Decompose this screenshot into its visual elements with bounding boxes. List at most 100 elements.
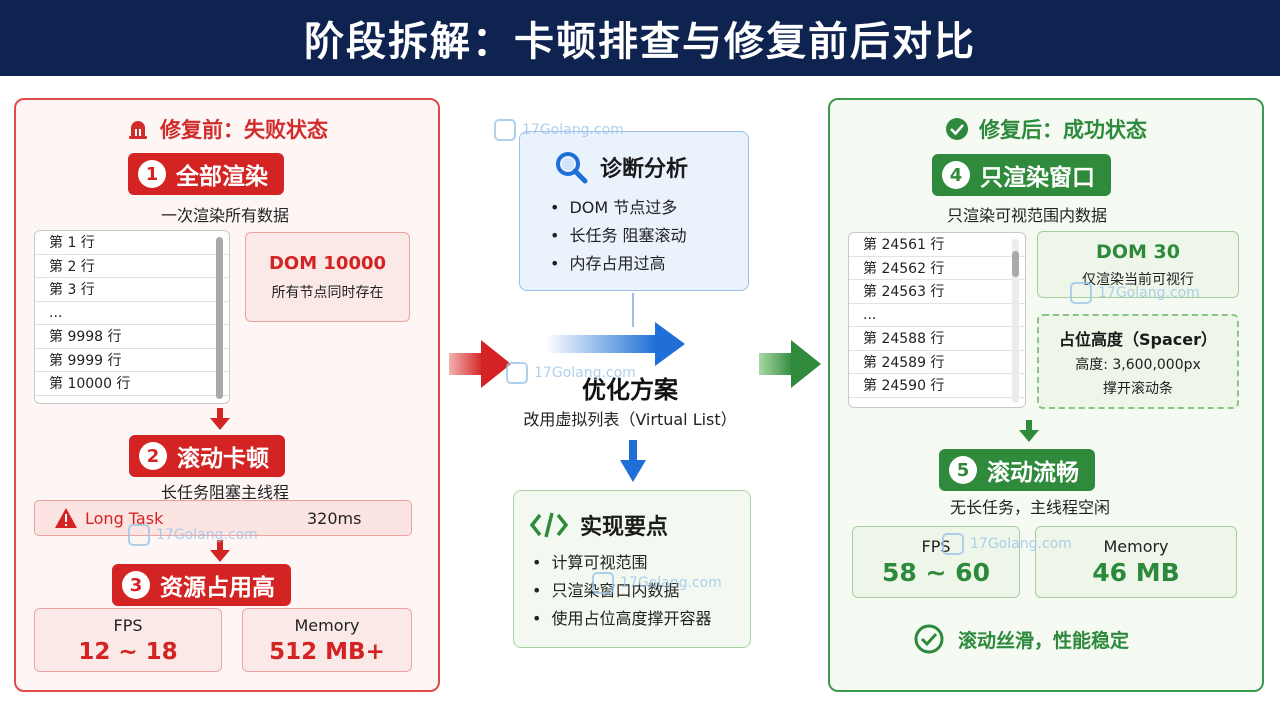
- watermark: 17Golang.com: [494, 119, 624, 141]
- search-icon: [556, 152, 588, 184]
- step-5-label: 滚动流畅: [987, 460, 1079, 486]
- watermark-text: 17Golang.com: [620, 575, 722, 591]
- diagnosis-box: 诊断分析 DOM 节点过多 长任务 阻塞滚动 内存占用过高: [519, 131, 749, 291]
- diagnosis-title-row: 诊断分析: [554, 150, 688, 184]
- step-2-number: 2: [139, 442, 167, 470]
- long-task-label: Long Task: [85, 508, 164, 528]
- before-mem-label: Memory: [294, 615, 360, 635]
- list-item: ...: [35, 302, 229, 325]
- long-task-bar: Long Task 320ms: [34, 500, 412, 536]
- spacer-height: 高度: 3,600,000px: [1075, 356, 1201, 373]
- after-header-text: 修复后：成功状态: [979, 118, 1147, 142]
- optimization-sub: 改用虚拟列表（Virtual List）: [523, 410, 737, 429]
- diagnosis-list: DOM 节点过多 长任务 阻塞滚动 内存占用过高: [550, 194, 687, 278]
- check-circle-outline-icon: [914, 624, 944, 654]
- before-dom-box: DOM 10000 所有节点同时存在: [245, 232, 410, 322]
- step-4-badge: 4 只渲染窗口: [932, 154, 1111, 196]
- page-title: 阶段拆解：卡顿排查与修复前后对比: [304, 19, 976, 65]
- diagnosis-item: DOM 节点过多: [550, 194, 687, 222]
- connector-line: [632, 293, 634, 327]
- after-mem-box: Memory 46 MB: [1035, 526, 1237, 598]
- step-2-badge: 2 滚动卡顿: [129, 435, 285, 477]
- step-1-sub: 一次渲染所有数据: [160, 206, 289, 225]
- list-item: 第 24562 行: [849, 257, 1025, 280]
- implementation-item: 只渲染窗口内数据: [532, 577, 711, 605]
- spacer-desc: 撑开滚动条: [1103, 380, 1173, 397]
- optimization-title: 优化方案: [582, 376, 678, 404]
- watermark: 17Golang.com: [592, 572, 722, 594]
- arrow-right-icon: [759, 340, 821, 388]
- arrow-down-icon: [210, 408, 230, 430]
- watermark-text: 17Golang.com: [156, 527, 258, 543]
- before-scrollbar[interactable]: [216, 237, 223, 399]
- step-2-sub: 长任务阻塞主线程: [160, 483, 289, 502]
- watermark: 17Golang.com: [1070, 282, 1200, 304]
- before-fps-box: FPS 12 ~ 18: [34, 608, 222, 672]
- before-dom-desc: 所有节点同时存在: [271, 284, 384, 301]
- before-fps-label: FPS: [113, 615, 143, 635]
- arrow-right-icon: [449, 340, 511, 388]
- before-fps-value: 12 ~ 18: [78, 638, 178, 665]
- implementation-box: 实现要点 计算可视范围 只渲染窗口内数据 使用占位高度撑开容器: [513, 490, 751, 648]
- step-4-sub: 只渲染可视范围内数据: [946, 206, 1107, 225]
- before-list[interactable]: 第 1 行第 2 行第 3 行...第 9998 行第 9999 行第 1000…: [34, 230, 230, 404]
- watermark-text: 17Golang.com: [970, 536, 1072, 552]
- watermark-logo-icon: [506, 362, 528, 384]
- after-list[interactable]: 第 24561 行第 24562 行第 24563 行...第 24588 行第…: [848, 232, 1026, 408]
- before-header-text: 修复前：失败状态: [160, 118, 328, 142]
- after-scrollbar[interactable]: [1012, 239, 1019, 403]
- list-item: 第 9998 行: [35, 325, 229, 349]
- implementation-item: 计算可视范围: [532, 549, 711, 577]
- after-scroll-thumb[interactable]: [1012, 251, 1019, 277]
- step-1-number: 1: [138, 160, 166, 188]
- watermark-text: 17Golang.com: [1098, 285, 1200, 301]
- implementation-title: 实现要点: [580, 515, 669, 540]
- watermark: 17Golang.com: [128, 524, 258, 546]
- step-4-label: 只渲染窗口: [980, 165, 1095, 191]
- list-item: 第 9999 行: [35, 349, 229, 372]
- after-header: 修复后：成功状态: [830, 114, 1262, 144]
- diagnosis-title: 诊断分析: [600, 157, 689, 182]
- after-dom-title: DOM 30: [1096, 240, 1180, 263]
- before-dom-title: DOM 10000: [268, 252, 387, 274]
- list-item: 第 24589 行: [849, 351, 1025, 374]
- watermark: 17Golang.com: [506, 362, 636, 384]
- watermark-logo-icon: [592, 572, 614, 594]
- before-mem-value: 512 MB+: [269, 638, 385, 665]
- implementation-item: 使用占位高度撑开容器: [532, 605, 711, 633]
- diagnosis-item: 内存占用过高: [550, 250, 687, 278]
- list-item: 第 3 行: [35, 278, 229, 302]
- after-fps-box: FPS 58 ~ 60: [852, 526, 1020, 598]
- watermark-text: 17Golang.com: [534, 365, 636, 381]
- list-item: ...: [849, 304, 1025, 327]
- result-line: 滚动丝滑，性能稳定: [914, 624, 1129, 654]
- code-icon: [530, 512, 568, 538]
- long-task-value: 320ms: [307, 508, 362, 528]
- step-5-badge: 5 滚动流畅: [939, 449, 1095, 491]
- list-item: 第 24563 行: [849, 280, 1025, 304]
- step-4-number: 4: [942, 161, 970, 189]
- watermark-logo-icon: [128, 524, 150, 546]
- list-item: 第 24561 行: [849, 233, 1025, 257]
- step-1-badge: 1 全部渲染: [128, 153, 284, 195]
- step-3-label: 资源占用高: [160, 575, 275, 601]
- watermark-logo-icon: [942, 533, 964, 555]
- after-mem-label: Memory: [1103, 537, 1169, 556]
- watermark-logo-icon: [1070, 282, 1092, 304]
- after-mem-value: 46 MB: [1092, 558, 1180, 587]
- result-text: 滚动丝滑，性能稳定: [958, 629, 1130, 652]
- warning-bell-icon: [129, 121, 147, 139]
- watermark-text: 17Golang.com: [522, 122, 624, 138]
- step-1-label: 全部渲染: [176, 164, 268, 190]
- arrow-down-icon: [620, 440, 646, 482]
- arrow-down-icon: [1019, 420, 1039, 442]
- list-item: 第 10000 行: [35, 372, 229, 396]
- check-circle-icon: [946, 118, 968, 140]
- diagnosis-item: 长任务 阻塞滚动: [550, 222, 686, 250]
- after-dom-desc: 仅渲染当前可视行: [1082, 271, 1194, 288]
- before-mem-box: Memory 512 MB+: [242, 608, 412, 672]
- before-scroll-thumb[interactable]: [216, 237, 223, 399]
- implementation-list: 计算可视范围 只渲染窗口内数据 使用占位高度撑开容器: [532, 549, 711, 633]
- spacer-title: 占位高度（Spacer）: [1058, 329, 1217, 349]
- list-item: 第 1 行: [35, 231, 229, 255]
